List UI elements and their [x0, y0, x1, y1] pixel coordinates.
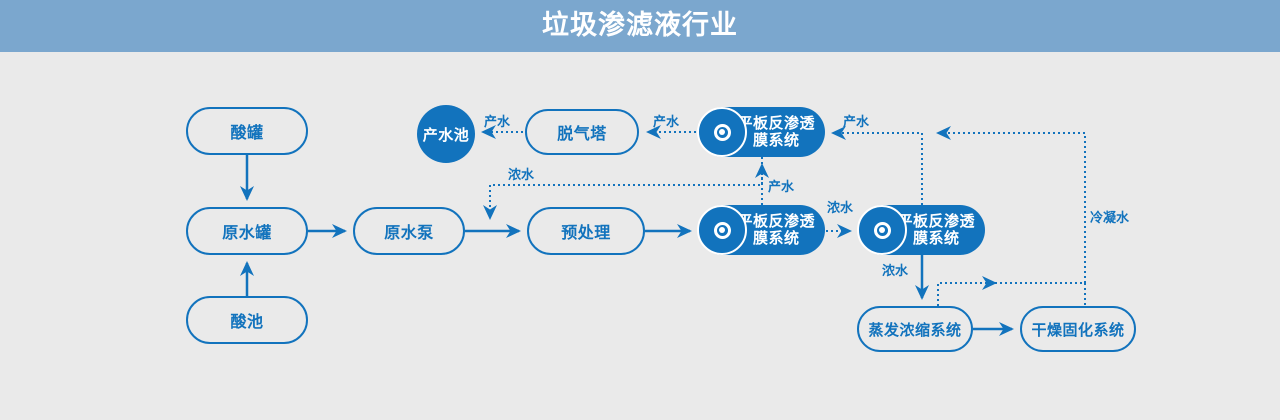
- node-ro-mid-label-line1: 平板反渗透: [737, 212, 815, 231]
- node-acid-tank[interactable]: 酸罐: [186, 107, 308, 155]
- flow-diagram-canvas: 酸罐 原水罐 酸池 原水泵 预处理 产水池 脱气塔 平板反渗透膜系统 平板反渗透…: [0, 52, 1280, 420]
- node-evaporation-concentration-system[interactable]: 蒸发浓缩系统: [857, 306, 973, 352]
- page-title: 垃圾渗滤液行业: [542, 10, 738, 41]
- ro-membrane-icon: [857, 205, 907, 255]
- node-pretreatment-label: 预处理: [561, 223, 611, 242]
- edge-ro-top-concentrate-to-pretreatment: [483, 157, 763, 220]
- page-header: 垃圾渗滤液行业: [0, 0, 1280, 52]
- ro-membrane-icon: [697, 107, 747, 157]
- edge-label-concentrate-2: 浓水: [827, 201, 854, 216]
- node-drying-solidification-system[interactable]: 干燥固化系统: [1020, 306, 1136, 352]
- edge-label-product-water-4: 产水: [768, 180, 795, 195]
- ro-membrane-icon: [697, 205, 747, 255]
- node-ro-membrane-system-mid[interactable]: 平板反渗透膜系统: [697, 205, 825, 255]
- node-acid-pool-label: 酸池: [230, 312, 264, 331]
- node-ro-right-label-line1: 平板反渗透: [897, 212, 975, 231]
- edge-label-condensate: 冷凝水: [1090, 211, 1130, 226]
- edge-label-product-water-1: 产水: [484, 115, 511, 130]
- edge-ro-right-to-ro-top-product: [831, 126, 923, 205]
- node-raw-water-pump[interactable]: 原水泵: [353, 207, 465, 255]
- node-product-water-pool-label: 产水池: [422, 125, 470, 144]
- node-raw-water-pump-label: 原水泵: [384, 223, 434, 242]
- node-ro-mid-label-line2: 膜系统: [752, 229, 800, 247]
- node-acid-pool[interactable]: 酸池: [186, 296, 308, 344]
- node-ro-membrane-system-top[interactable]: 平板反渗透膜系统: [697, 107, 825, 157]
- edge-label-product-water-2: 产水: [653, 115, 680, 130]
- node-ro-top-label-line2: 膜系统: [752, 131, 800, 149]
- node-raw-water-tank[interactable]: 原水罐: [186, 207, 308, 255]
- node-acid-tank-label: 酸罐: [230, 123, 264, 142]
- node-degassing-tower-label: 脱气塔: [557, 124, 607, 143]
- node-raw-water-tank-label: 原水罐: [222, 223, 272, 242]
- edge-label-concentrate-1: 浓水: [508, 168, 535, 183]
- node-ro-right-label-line2: 膜系统: [912, 229, 960, 247]
- node-degassing-tower[interactable]: 脱气塔: [525, 109, 639, 155]
- node-evaporation-label: 蒸发浓缩系统: [868, 320, 962, 339]
- edge-label-concentrate-3: 浓水: [882, 264, 909, 279]
- flow-connectors: [240, 125, 1086, 336]
- node-product-water-pool[interactable]: 产水池: [417, 105, 475, 163]
- node-ro-membrane-system-right[interactable]: 平板反渗透膜系统: [857, 205, 985, 255]
- node-drying-label: 干燥固化系统: [1031, 320, 1125, 339]
- edge-label-product-water-3: 产水: [843, 115, 870, 130]
- node-ro-top-label-line1: 平板反渗透: [737, 114, 815, 133]
- node-pretreatment[interactable]: 预处理: [527, 207, 645, 255]
